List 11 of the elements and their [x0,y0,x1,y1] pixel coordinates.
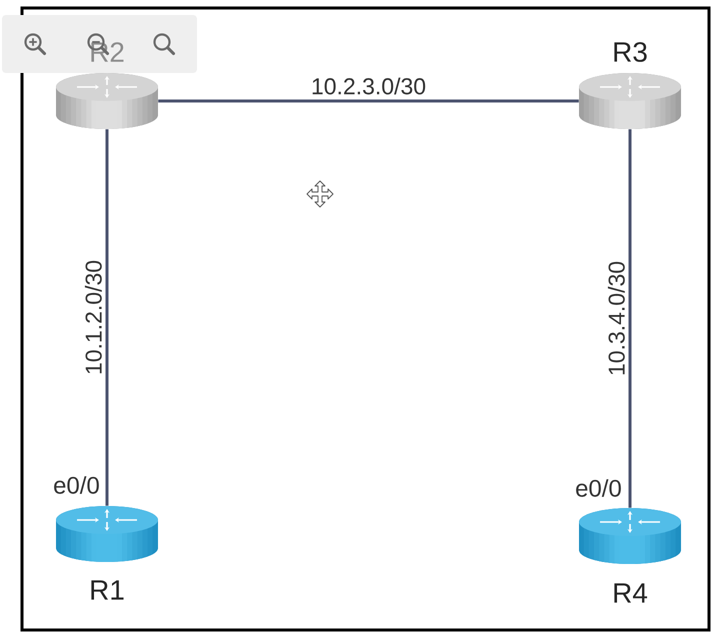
interface-label: e0/0 [576,479,621,497]
subnet-label: 10.2.3.0/30 [312,78,426,94]
interface-label: e0/0 [54,476,99,494]
link-line [106,129,108,506]
subnet-label: 10.1.2.0/30 [84,260,102,374]
link-line [628,129,632,508]
link-line [158,100,579,102]
device-label: R3 [614,42,647,62]
device-label: R1 [91,580,124,600]
subnet-label: 10.3.4.0/30 [608,262,625,374]
device-label: R4 [614,583,648,603]
